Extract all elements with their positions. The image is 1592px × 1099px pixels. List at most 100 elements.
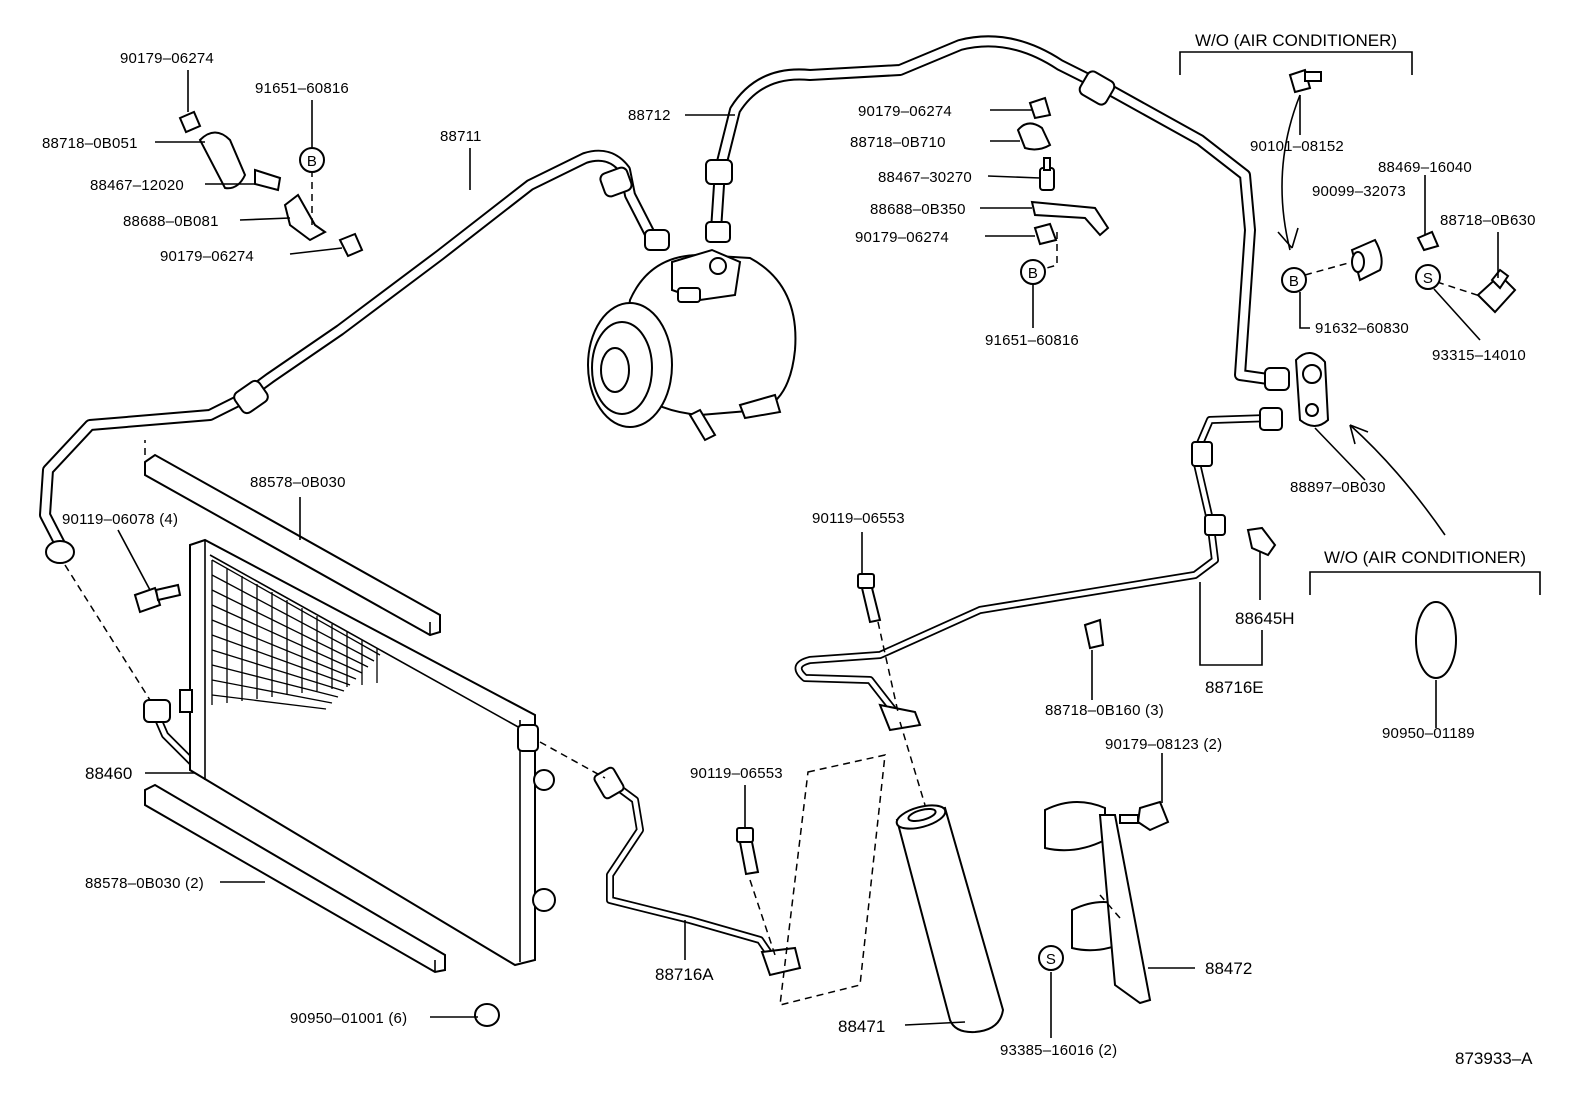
clamp-88718-0B051[interactable] bbox=[198, 131, 247, 190]
label-88472: 88472 bbox=[1205, 959, 1252, 978]
bolt-90119-06553-b[interactable] bbox=[736, 827, 760, 876]
cushion-90099-32073[interactable] bbox=[1350, 238, 1383, 282]
label-88469-16040: 88469–16040 bbox=[1378, 159, 1472, 176]
section-title-top: W/O (AIR CONDITIONER) bbox=[1195, 31, 1397, 50]
svg-text:S: S bbox=[1046, 951, 1056, 968]
condenser-fin-h bbox=[211, 559, 381, 656]
switch-88467-12020[interactable] bbox=[254, 168, 282, 192]
section-wo-ac-right: W/O (AIR CONDITIONER) bbox=[1309, 548, 1541, 595]
label-91651-60816-b: 91651–60816 bbox=[985, 332, 1079, 349]
flow-arrows bbox=[1277, 94, 1446, 536]
condenser-fin-h bbox=[211, 679, 333, 704]
nut-90179-06274-a[interactable] bbox=[178, 110, 202, 134]
nut-90179-06274-d[interactable] bbox=[1033, 222, 1058, 246]
label-88471: 88471 bbox=[838, 1017, 885, 1036]
svg-text:B: B bbox=[1289, 273, 1299, 290]
svg-text:S: S bbox=[1423, 270, 1433, 287]
svg-text:B: B bbox=[1028, 265, 1038, 282]
pipe-88716E[interactable] bbox=[794, 407, 1283, 732]
condenser-fin-h bbox=[211, 664, 339, 698]
label-88467-12020: 88467–12020 bbox=[90, 177, 184, 194]
label-88718-0B160: 88718–0B160 (3) bbox=[1045, 702, 1164, 719]
label-88467-30270: 88467–30270 bbox=[878, 169, 972, 186]
label-93385-16016: 93385–16016 (2) bbox=[1000, 1042, 1117, 1059]
callout-b-left: B bbox=[299, 147, 325, 173]
leader-lines bbox=[117, 70, 1499, 1038]
label-90179-06274-a: 90179–06274 bbox=[120, 50, 214, 67]
label-88897-0B030: 88897–0B030 bbox=[1290, 479, 1386, 496]
clamp-88718-0B630[interactable] bbox=[1476, 268, 1517, 314]
label-88711: 88711 bbox=[440, 128, 482, 145]
condenser-fin-h bbox=[211, 574, 375, 662]
label-88460: 88460 bbox=[85, 764, 132, 783]
label-90179-06274-c: 90179–06274 bbox=[858, 103, 952, 120]
switch-88645H[interactable] bbox=[1246, 526, 1277, 557]
callout-b-mid: B bbox=[1020, 259, 1046, 285]
section-title-right: W/O (AIR CONDITIONER) bbox=[1324, 548, 1526, 567]
pipe-88716A[interactable] bbox=[593, 766, 802, 977]
label-90119-06553-a: 90119–06553 bbox=[812, 510, 905, 527]
label-90099-32073: 90099–32073 bbox=[1312, 183, 1406, 200]
bolt-90101-08152[interactable] bbox=[1288, 68, 1322, 94]
condenser-grid bbox=[211, 559, 381, 710]
bolt-90119-06078[interactable] bbox=[133, 583, 182, 614]
label-90179-08123: 90179–08123 (2) bbox=[1105, 736, 1222, 753]
clamp-88718-0B710[interactable] bbox=[1016, 122, 1052, 151]
label-88716E: 88716E bbox=[1205, 678, 1264, 697]
gasket-88897-0B030[interactable] bbox=[1294, 352, 1330, 427]
label-90179-06274-b: 90179–06274 bbox=[160, 248, 254, 265]
label-88578-0B030-a: 88578–0B030 bbox=[250, 474, 346, 491]
part-labels: 90179–06274 91651–60816 88718–0B051 8846… bbox=[42, 50, 1536, 1068]
callout-s-bottom: S bbox=[1038, 945, 1064, 971]
label-88688-0B081: 88688–0B081 bbox=[123, 213, 219, 230]
bracket-88688-0B350[interactable] bbox=[1030, 200, 1110, 237]
dashed-guides bbox=[64, 170, 1481, 1006]
pipe-88711[interactable] bbox=[39, 149, 670, 564]
condenser-fin-h bbox=[211, 604, 363, 674]
condenser-fin-h bbox=[211, 649, 345, 692]
callout-b-right: B bbox=[1281, 267, 1307, 293]
insulator-88578-top[interactable] bbox=[144, 453, 441, 637]
clip-88469-16040[interactable] bbox=[1416, 230, 1440, 252]
svg-text:B: B bbox=[307, 153, 317, 170]
label-88645H: 88645H bbox=[1235, 609, 1295, 628]
bolt-90119-06553-a[interactable] bbox=[857, 573, 882, 624]
section-wo-ac-top: W/O (AIR CONDITIONER) bbox=[1179, 31, 1413, 75]
nut-90179-06274-c[interactable] bbox=[1028, 96, 1052, 120]
plug-90950-01001[interactable] bbox=[474, 1003, 500, 1027]
grommet-90950-01189[interactable] bbox=[1415, 601, 1457, 679]
label-91632-60830: 91632–60830 bbox=[1315, 320, 1409, 337]
callout-s-right: S bbox=[1415, 264, 1441, 290]
nut-90179-06274-b[interactable] bbox=[338, 232, 364, 258]
label-90101-08152: 90101–08152 bbox=[1250, 138, 1344, 155]
label-88718-0B051: 88718–0B051 bbox=[42, 135, 138, 152]
bracket-88472[interactable] bbox=[1044, 800, 1152, 1005]
condenser-fin-h bbox=[211, 694, 327, 710]
ac-compressor[interactable] bbox=[587, 248, 797, 442]
label-90179-06274-d: 90179–06274 bbox=[855, 229, 949, 246]
condenser-fin-h bbox=[211, 619, 357, 680]
label-88712: 88712 bbox=[628, 107, 671, 124]
clamp-88718-0B160[interactable] bbox=[1083, 618, 1105, 650]
pipe-88712[interactable] bbox=[705, 35, 1290, 391]
switch-88467-30270[interactable] bbox=[1039, 157, 1055, 191]
condenser-88460[interactable] bbox=[179, 538, 556, 967]
condenser-fin-h bbox=[211, 589, 369, 668]
insulator-88578-bottom[interactable] bbox=[144, 783, 446, 974]
label-88578-0B030-b: 88578–0B030 (2) bbox=[85, 875, 204, 892]
nut-90179-08123[interactable] bbox=[1119, 800, 1170, 832]
label-90119-06553-b: 90119–06553 bbox=[690, 765, 783, 782]
label-88718-0B630: 88718–0B630 bbox=[1440, 212, 1536, 229]
bracket-88688-0B081[interactable] bbox=[283, 193, 327, 242]
label-91651-60816-a: 91651–60816 bbox=[255, 80, 349, 97]
label-90119-06078: 90119–06078 (4) bbox=[62, 511, 178, 528]
label-88718-0B710: 88718–0B710 bbox=[850, 134, 946, 151]
receiver-88471[interactable] bbox=[894, 801, 1005, 1034]
condenser-fin-h bbox=[211, 634, 351, 686]
diagram-id: 873933–A bbox=[1455, 1049, 1533, 1068]
label-93315-14010: 93315–14010 bbox=[1432, 347, 1526, 364]
label-90950-01001: 90950–01001 (6) bbox=[290, 1010, 407, 1027]
label-88716A: 88716A bbox=[655, 965, 714, 984]
label-90950-01189: 90950–01189 bbox=[1382, 725, 1475, 742]
